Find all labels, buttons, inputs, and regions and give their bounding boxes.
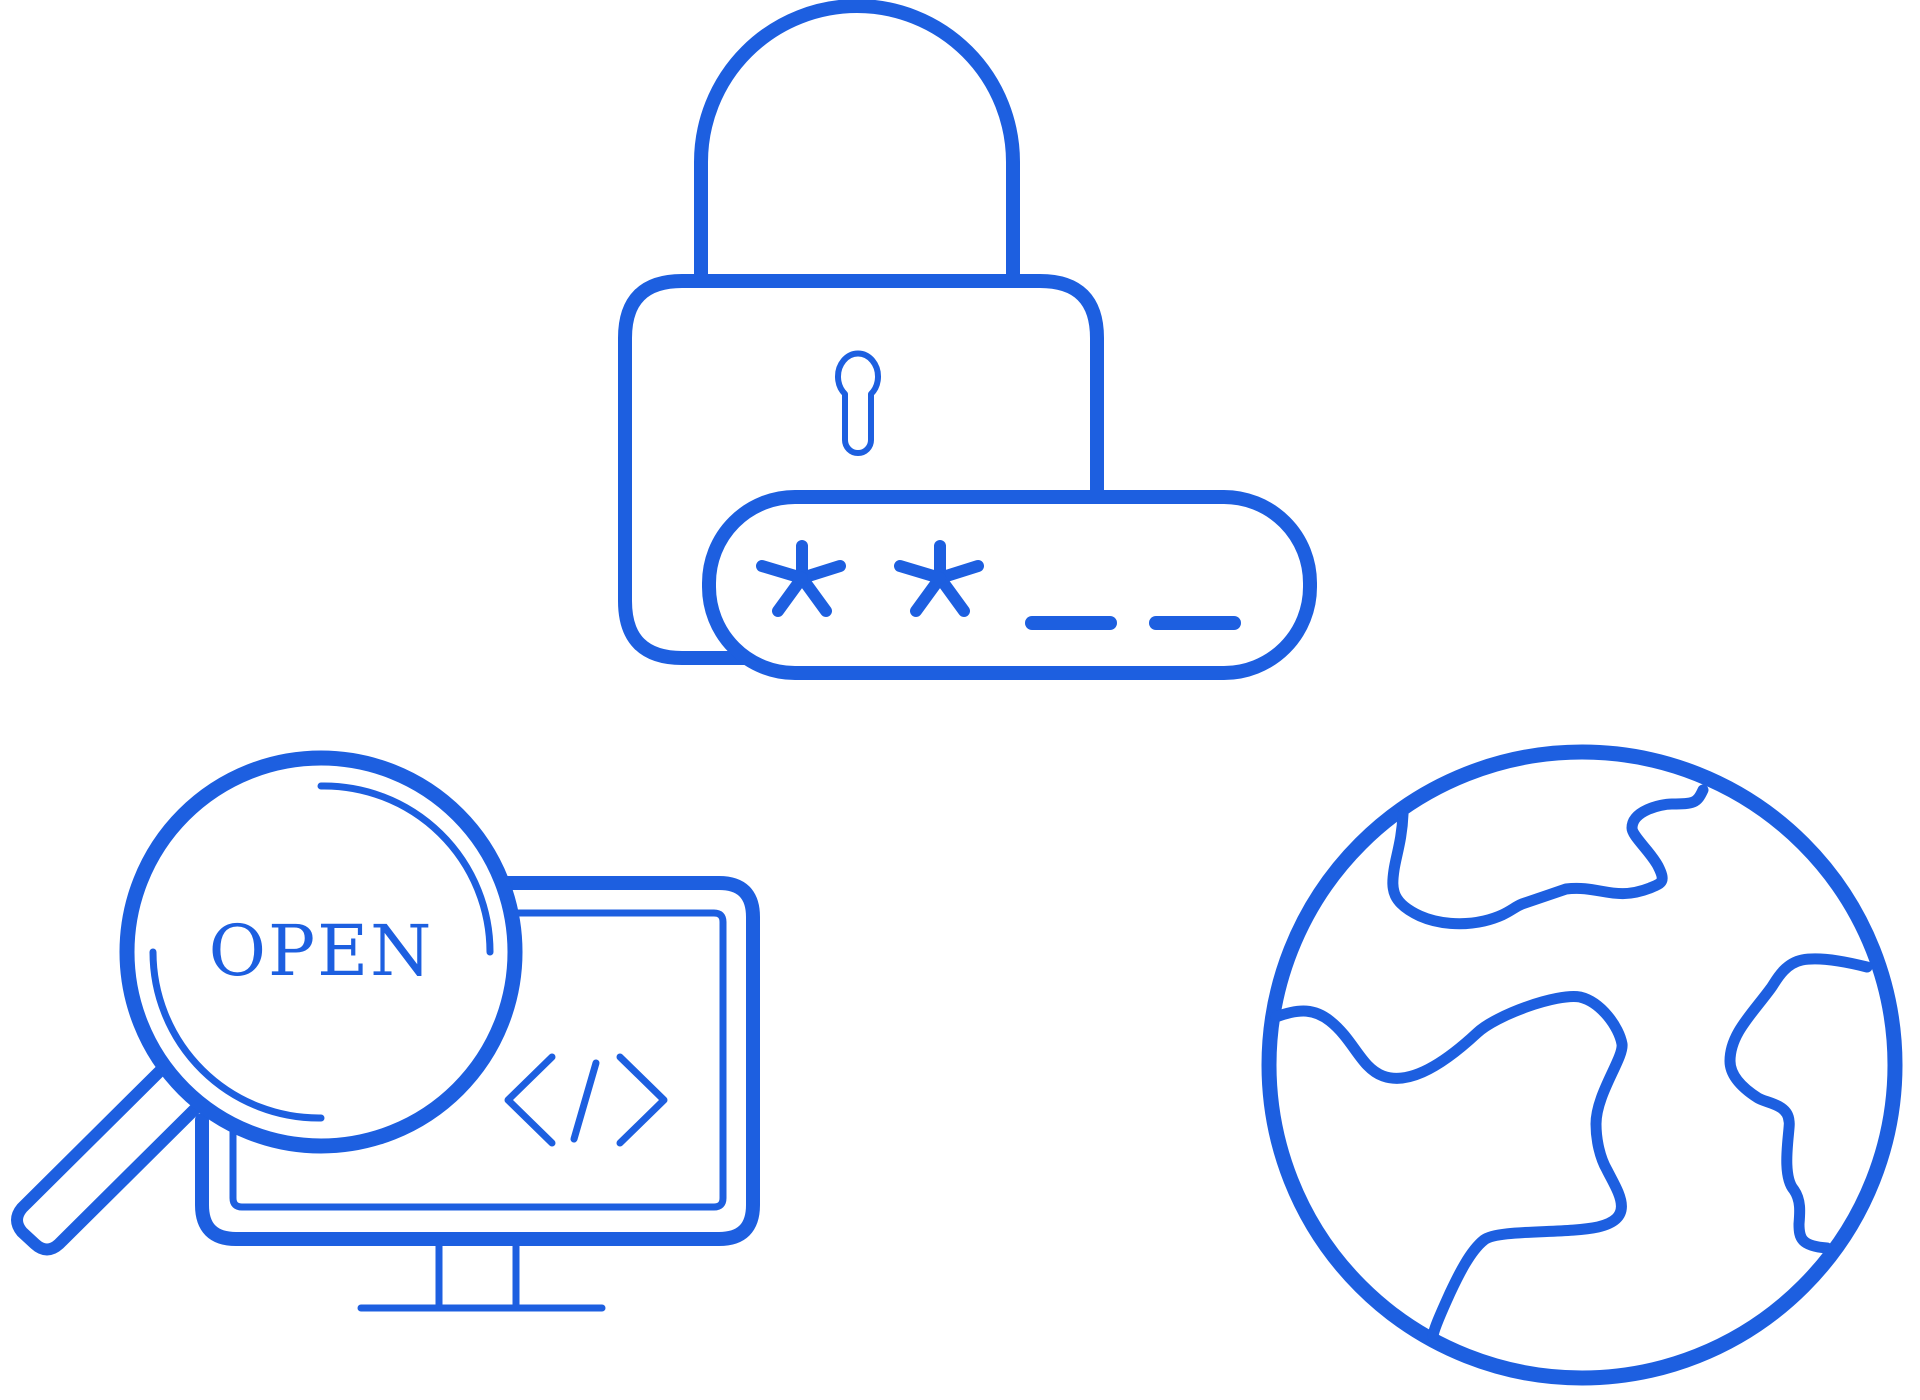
code-symbol-label: </> <box>585 1114 587 1116</box>
magnifier-handle <box>11 1064 203 1256</box>
padlock-shackle <box>694 0 1020 286</box>
password-asterisk-2 <box>894 540 984 617</box>
password-field-icon <box>702 490 1317 680</box>
magnifying-glass-icon: OPEN <box>11 750 523 1256</box>
monitor-screen <box>229 909 727 1211</box>
magnifier-lens <box>119 750 523 1154</box>
globe-icon <box>1261 744 1903 1386</box>
lens-highlight-bottom-left <box>149 948 325 1122</box>
code-tag-icon: </> <box>504 1053 668 1147</box>
computer-monitor-icon: </> <box>195 876 760 1312</box>
keyhole-icon <box>835 350 881 456</box>
monitor-frame <box>195 876 760 1246</box>
globe-outline <box>1261 744 1903 1386</box>
globe-continent-north <box>1387 784 1709 930</box>
password-field-box <box>702 490 1317 680</box>
globe-continent-east <box>1724 953 1873 1254</box>
padlock-icon <box>618 0 1104 665</box>
padlock-body <box>618 274 1104 665</box>
globe-continent-central <box>1270 991 1628 1343</box>
password-asterisk-1 <box>756 540 846 617</box>
lens-highlight-top-right <box>317 782 494 956</box>
open-label: OPEN <box>209 910 434 992</box>
